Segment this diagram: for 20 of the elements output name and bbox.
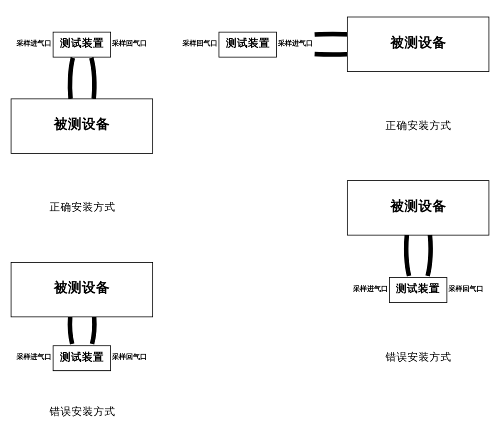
connector (314, 31, 348, 36)
label: 正确安装方式 (49, 201, 116, 214)
label: 错误安装方式 (386, 351, 452, 364)
node-box: 测试装置 (388, 276, 448, 302)
node-box: 测试装置 (218, 31, 277, 58)
node-box: 被测设备 (346, 16, 490, 72)
label: 错误安装方式 (49, 406, 116, 418)
label: 正确安装方式 (386, 119, 452, 132)
node-box: 被测设备 (346, 180, 490, 235)
connector (425, 234, 433, 276)
node-box: 被测设备 (10, 262, 154, 317)
node-box: 测试装置 (52, 31, 112, 58)
connector (68, 56, 76, 98)
connector (89, 56, 97, 98)
connector (68, 316, 74, 344)
connector (404, 234, 412, 276)
node-box: 被测设备 (10, 98, 154, 154)
connector (314, 51, 348, 56)
connector (90, 316, 97, 344)
node-box: 测试装置 (52, 344, 112, 371)
